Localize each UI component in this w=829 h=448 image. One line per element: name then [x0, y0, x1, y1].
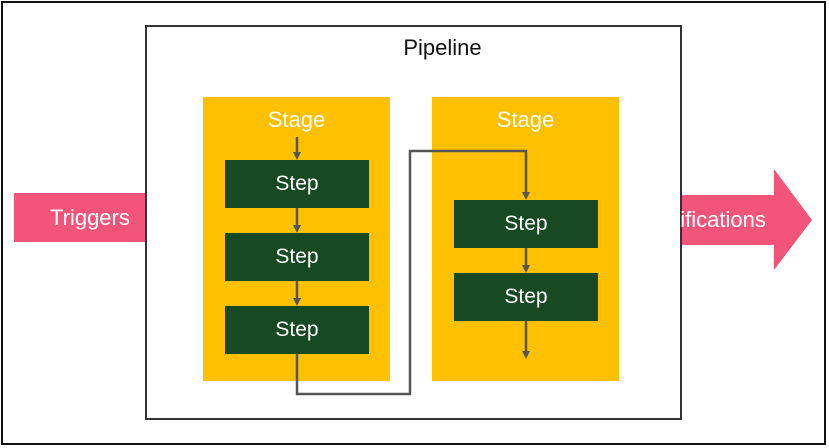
stage-1-step-2: Step [225, 233, 369, 281]
stage-2-step-1: Step [454, 200, 598, 248]
stage-2-step-2: Step [454, 273, 598, 321]
notifications-label: Notifications [646, 207, 766, 232]
pipeline-title: Pipeline [403, 35, 482, 60]
stage-2-title: Stage [496, 107, 555, 132]
stage-1-step-3: Step [225, 306, 369, 354]
stage-1-step-1: Step [225, 160, 369, 208]
stage-1-title: Stage [267, 107, 326, 132]
triggers-label: Triggers [50, 205, 130, 230]
